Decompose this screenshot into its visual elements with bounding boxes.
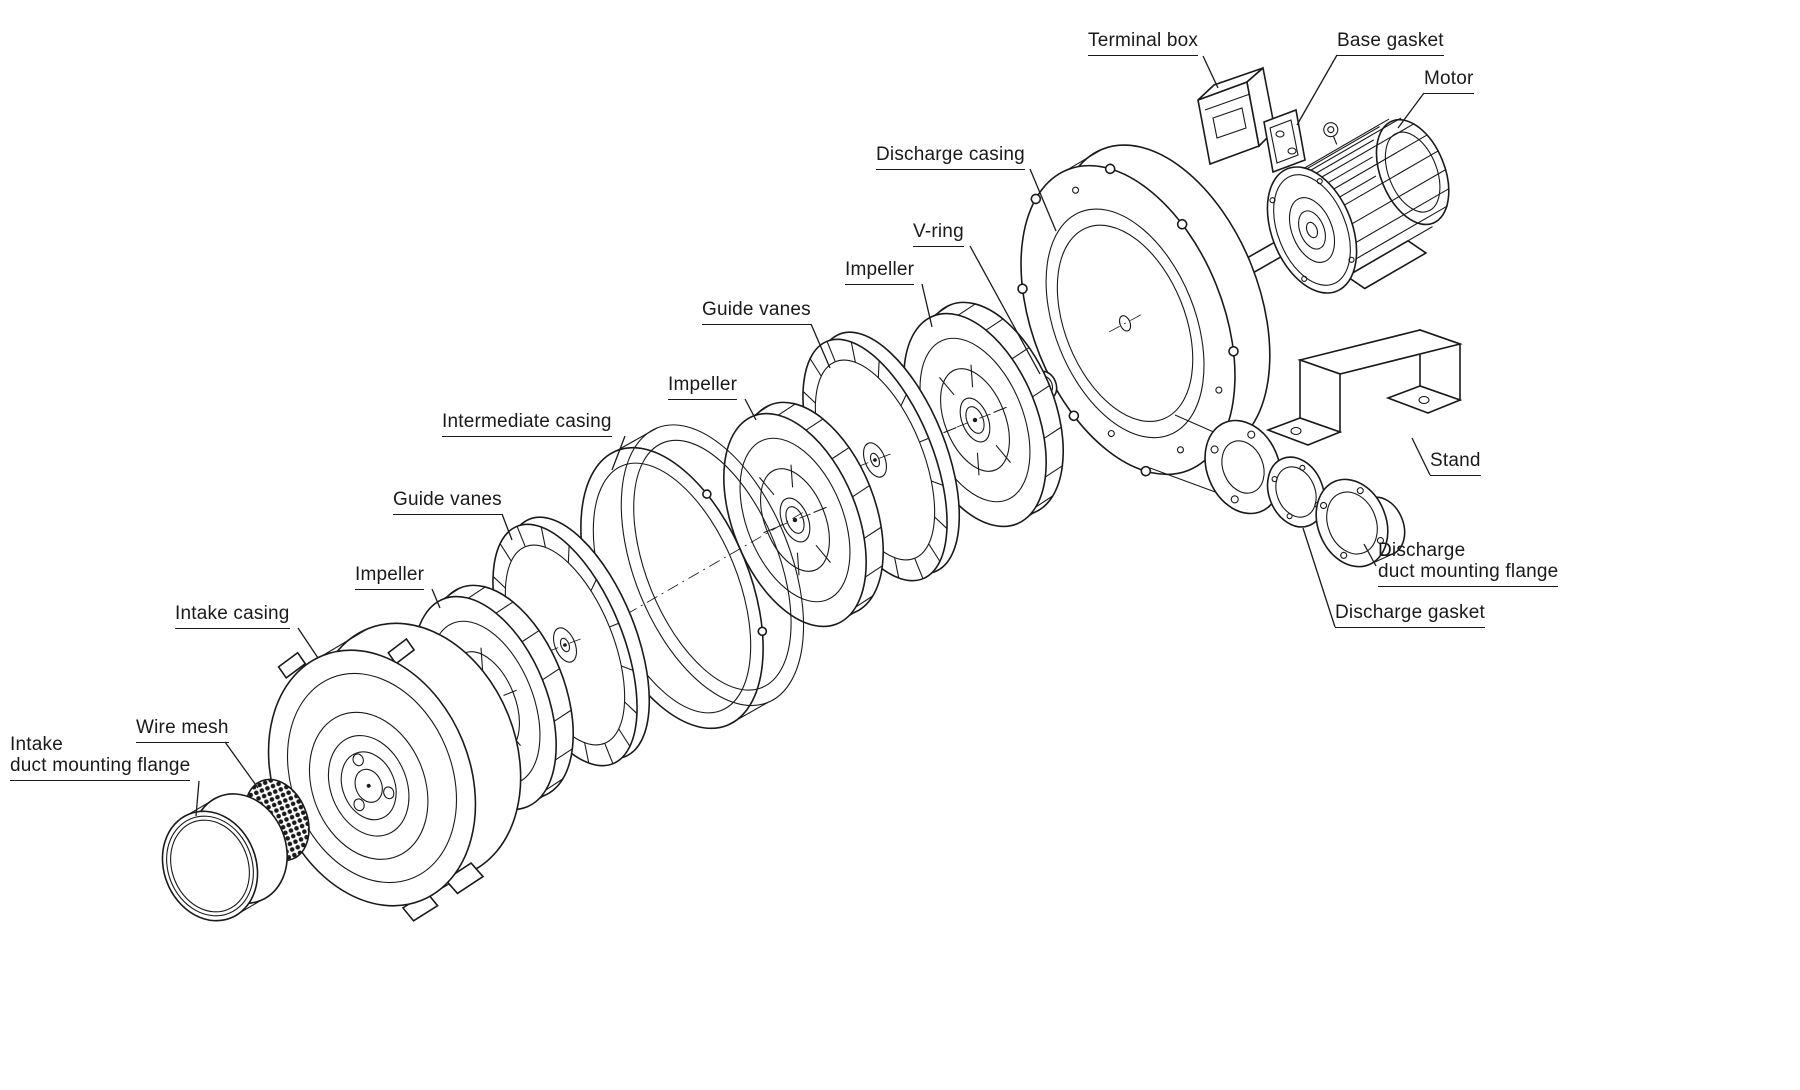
label-discharge-casing: Discharge casing — [876, 144, 1025, 170]
leader-discharge-gasket — [1302, 527, 1336, 628]
label-intake-casing: Intake casing — [175, 603, 290, 629]
intake-casing-foot — [444, 862, 485, 895]
label-intake-duct-mounting-flange: Intake duct mounting flange — [10, 734, 191, 781]
guide-vanes-1-centerline — [546, 637, 584, 653]
leader-terminal-box — [1202, 55, 1219, 89]
discharge-outlet-flange — [1204, 419, 1282, 515]
leader-discharge-duct-flange — [1363, 543, 1377, 567]
label-intermediate-casing: Intermediate casing — [442, 411, 612, 437]
leader-intake-casing — [297, 627, 319, 659]
leader-intermediate-casing — [611, 435, 626, 471]
label-discharge-duct-mounting-flange: Discharge duct mounting flange — [1378, 540, 1559, 587]
impeller-2-centerline — [776, 512, 814, 528]
leader-discharge-casing — [1029, 168, 1057, 232]
label-motor: Motor — [1424, 68, 1474, 94]
base-gasket-part — [1263, 108, 1306, 174]
stand-part — [1265, 328, 1463, 446]
label-terminal-box: Terminal box — [1088, 30, 1199, 56]
label-guide-vanes-1: Guide vanes — [393, 489, 502, 515]
leader-stand — [1411, 437, 1431, 476]
motor-eyebolt — [1323, 122, 1339, 138]
label-impeller-3: Impeller — [845, 259, 915, 285]
label-impeller-1: Impeller — [355, 564, 425, 590]
leader-impeller-1 — [431, 588, 441, 609]
leader-v-ring — [969, 245, 1041, 375]
motor-part — [1223, 117, 1450, 294]
label-impeller-2: Impeller — [668, 374, 738, 400]
discharge-duct-mounting-flange-part — [1315, 478, 1406, 568]
leader-guide-vanes-2 — [810, 323, 831, 369]
leader-motor — [1397, 92, 1425, 129]
impeller-3-centerline — [956, 412, 994, 428]
leader-impeller-2 — [744, 398, 757, 421]
guide-vanes-2-centerline — [856, 452, 894, 468]
discharge-casing-part — [1017, 144, 1282, 515]
intake-casing-lug-side — [387, 637, 416, 665]
label-wire-mesh: Wire mesh — [136, 717, 229, 743]
motor-flange — [1266, 166, 1358, 294]
label-v-ring: V-ring — [913, 221, 964, 247]
motor-feet — [1345, 239, 1428, 290]
label-base-gasket: Base gasket — [1337, 30, 1444, 56]
label-discharge-gasket: Discharge gasket — [1335, 602, 1485, 628]
label-stand: Stand — [1430, 450, 1481, 476]
intake-casing-lug-top — [277, 651, 307, 679]
label-guide-vanes-2: Guide vanes — [702, 299, 811, 325]
terminal-box-part — [1197, 66, 1276, 166]
leader-intake-duct-flange — [195, 780, 200, 817]
intake-duct-mounting-flange-part — [161, 793, 288, 922]
leader-base-gasket — [1296, 54, 1338, 126]
leader-wire-mesh — [224, 741, 259, 789]
leader-impeller-3 — [921, 283, 933, 328]
intake-casing-part — [267, 622, 522, 922]
leader-guide-vanes-1 — [501, 513, 513, 541]
